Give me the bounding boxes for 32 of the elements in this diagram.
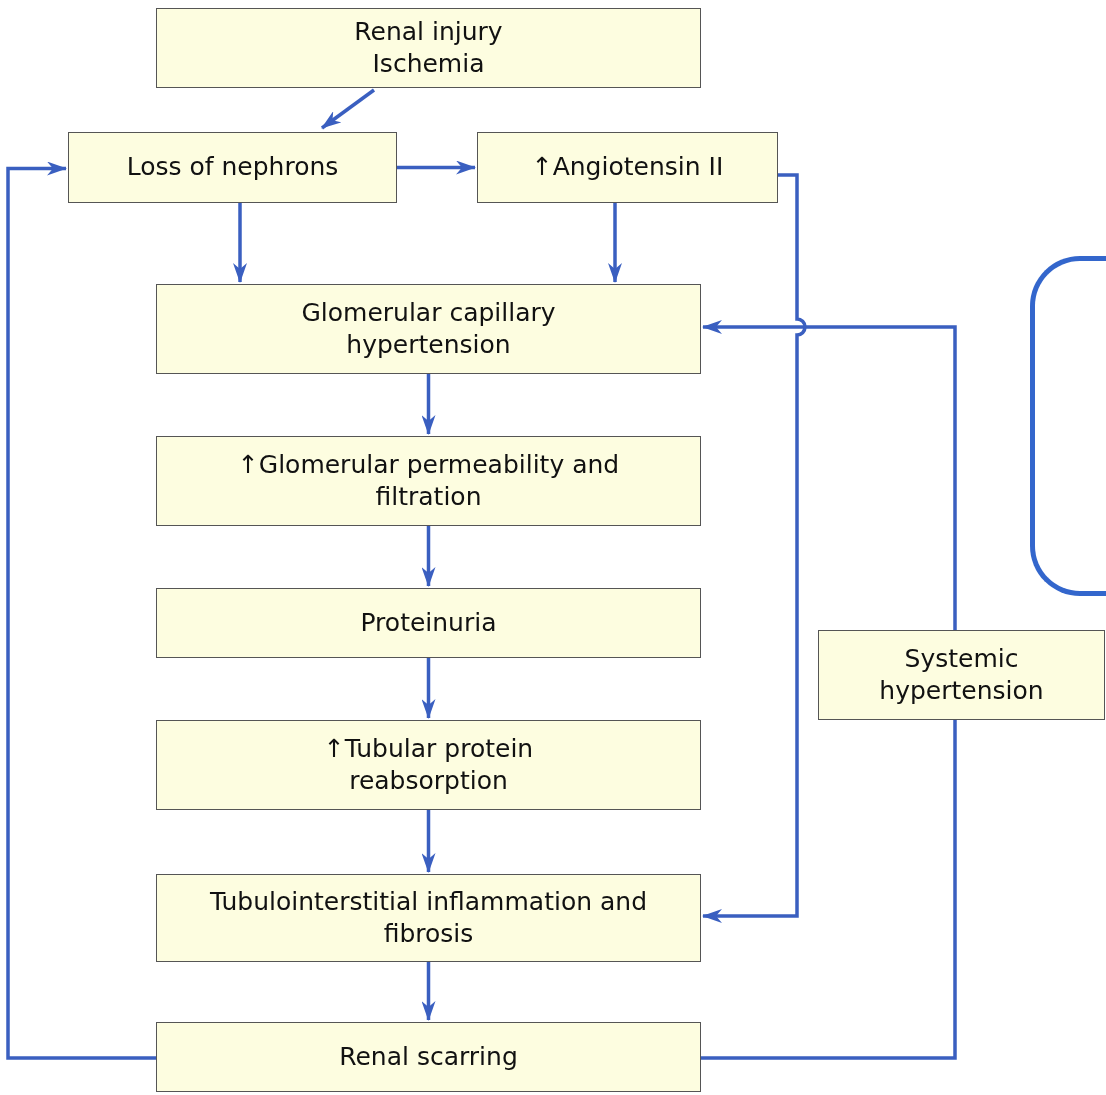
arrow (421, 374, 436, 435)
arrow (233, 203, 247, 283)
box-label: ↑Tubular protein reabsorption (322, 732, 535, 797)
box-label: ↑Glomerular permeability and filtration (236, 448, 621, 513)
arrow (421, 810, 436, 873)
arrow (421, 658, 436, 719)
arrow (421, 526, 436, 587)
process-box (156, 284, 701, 374)
box-label: Renal injury Ischemia (353, 15, 504, 80)
box-label: Loss of nephrons (125, 151, 340, 184)
box-label: Renal scarring (338, 1040, 519, 1073)
process-box (156, 436, 701, 526)
arrow (320, 88, 376, 130)
box-label: Systemic hypertension (878, 642, 1045, 707)
box-label: Glomerular capillary hypertension (300, 296, 557, 361)
box-label: Tubulointerstitial inflammation and fibrosis (209, 885, 648, 950)
process-box (156, 588, 701, 658)
arrow (608, 203, 622, 283)
process-box (156, 8, 701, 88)
process-box (818, 630, 1105, 720)
box-label: ↑Angiotensin II (530, 151, 725, 184)
process-box (68, 132, 397, 203)
process-box (156, 874, 701, 962)
arrow (6, 161, 156, 1060)
process-box (477, 132, 778, 203)
arrow (702, 320, 957, 630)
arrow (397, 160, 476, 175)
process-box (156, 1022, 701, 1092)
box-label: Proteinuria (359, 606, 498, 639)
rounded-box (1030, 256, 1106, 596)
process-box (156, 720, 701, 810)
arrow (421, 962, 436, 1021)
